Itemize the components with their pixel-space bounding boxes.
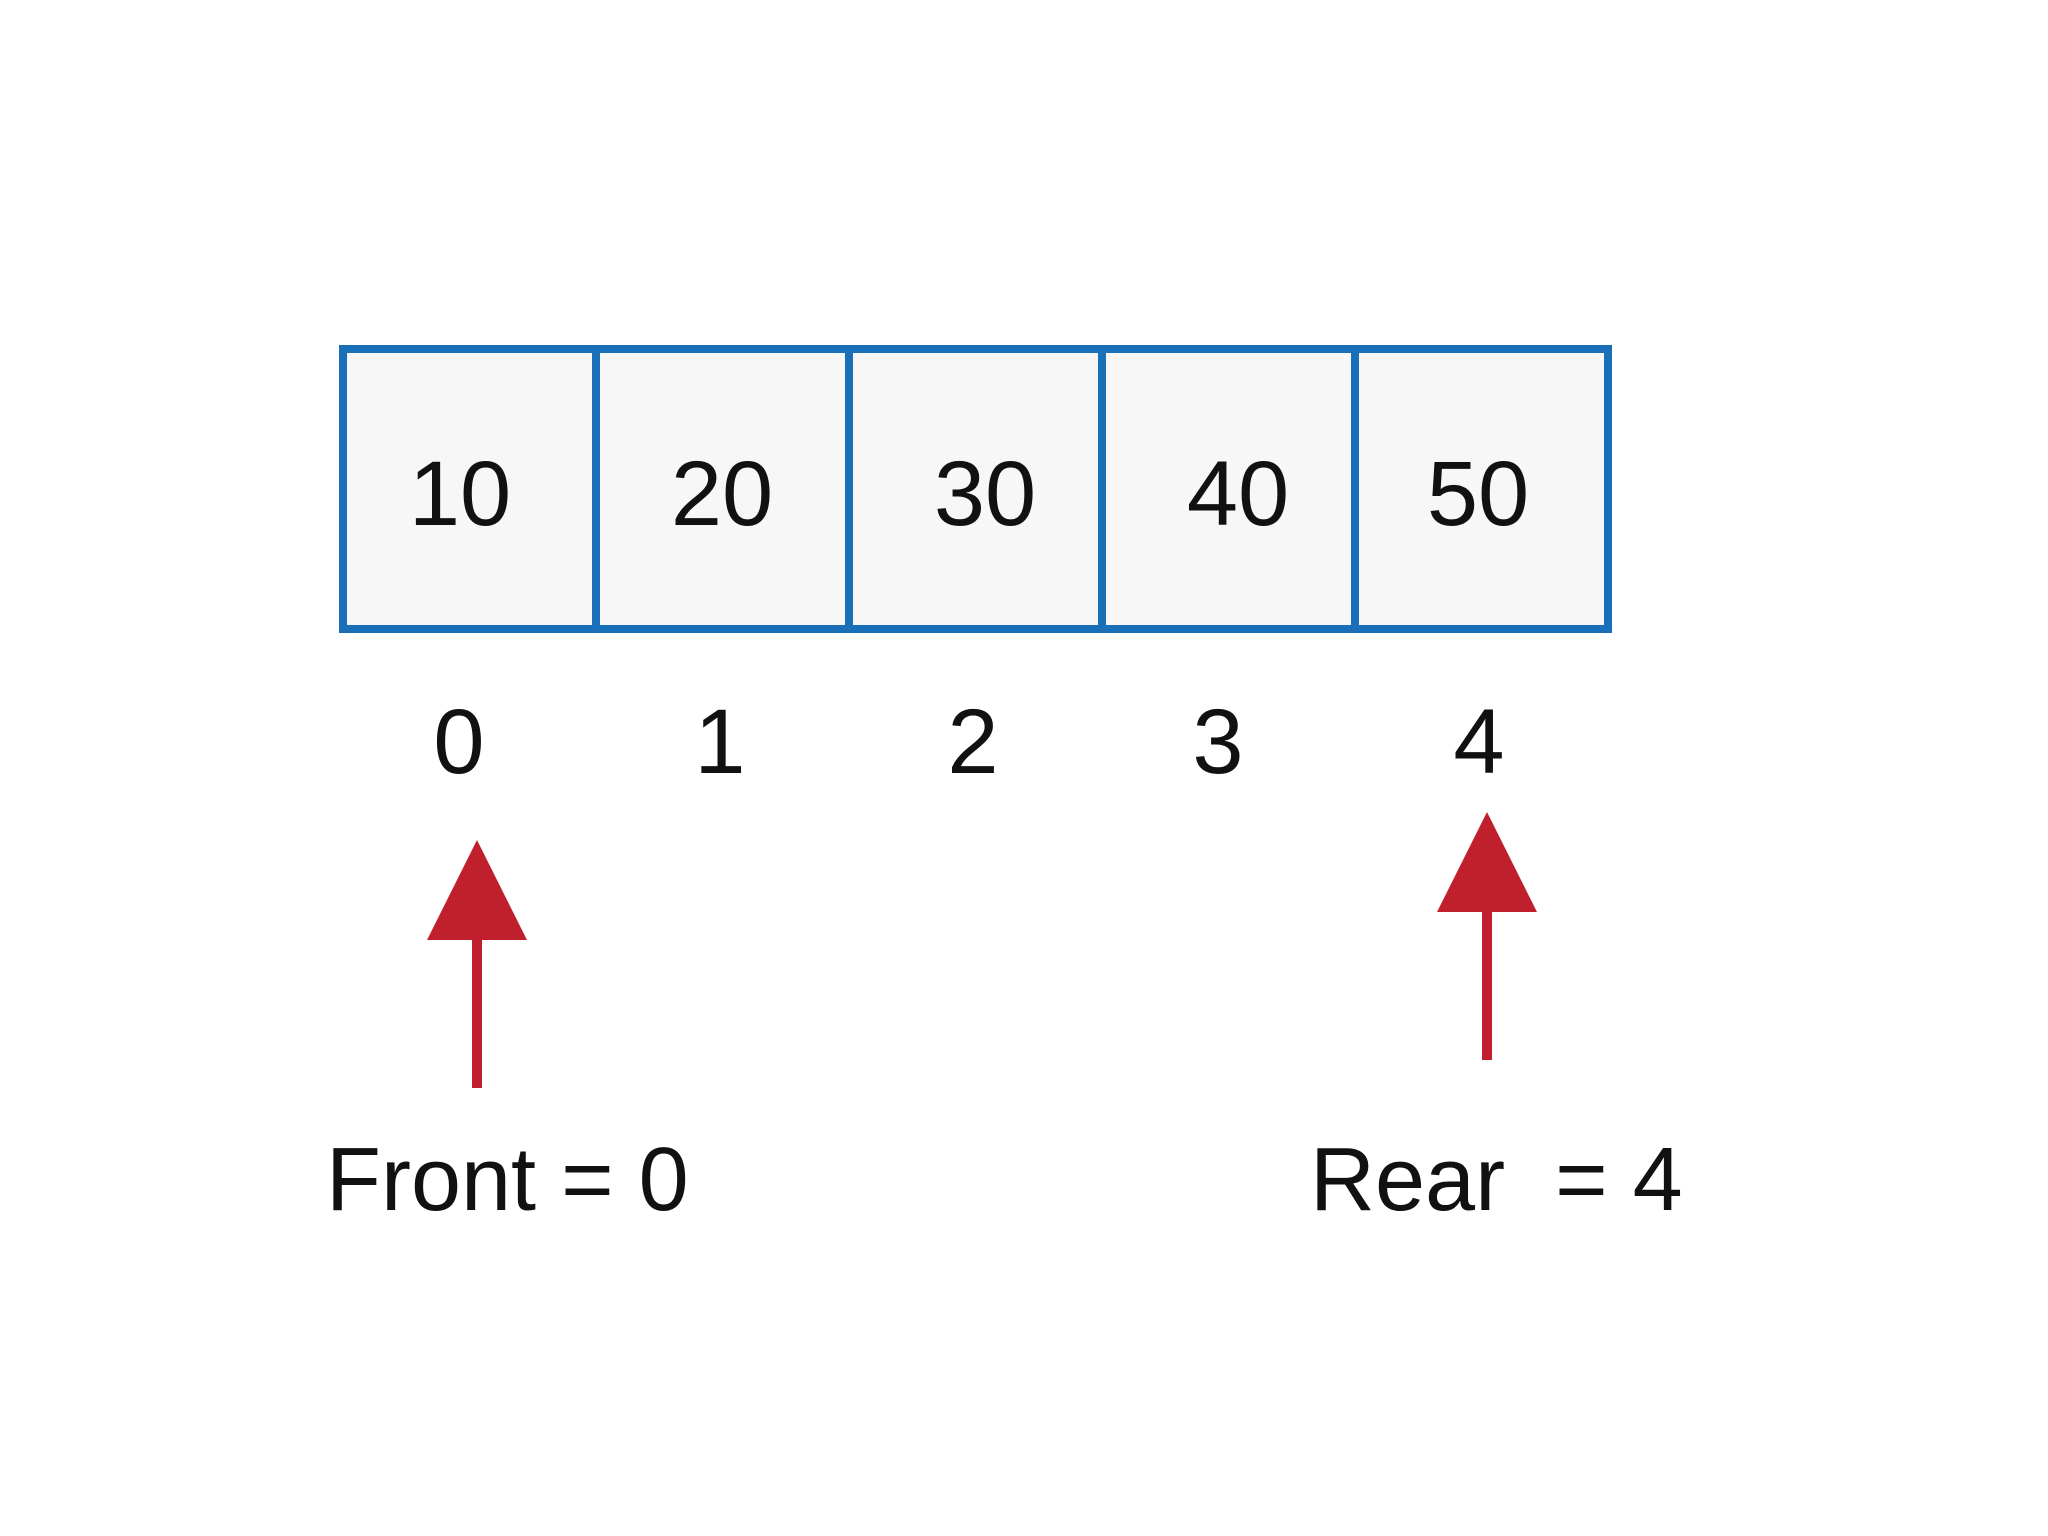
array-cell-0 [339,345,600,633]
index-label-4: 4 [1453,691,1504,793]
index-label-0: 0 [433,691,484,793]
front-label: Front = 0 [326,1130,689,1230]
array-cell-4-value: 50 [1427,443,1529,545]
index-label-2: 2 [947,691,998,793]
array-cell-1-value: 20 [671,443,773,545]
rear-label: Rear = 4 [1310,1130,1683,1230]
array-cell-2-value: 30 [934,443,1036,545]
array-cell-0-value: 10 [409,443,511,545]
array-cell-3-value: 40 [1187,443,1289,545]
queue-pointers: Front = 0 Rear = 4 [326,812,1683,1230]
array-cells: 10 20 30 40 50 [339,345,1612,633]
index-label-3: 3 [1192,691,1243,793]
array-cell-2 [845,345,1106,633]
array-cell-4 [1351,345,1612,633]
array-indices: 0 1 2 3 4 [433,691,1504,793]
array-cell-1 [592,345,853,633]
index-label-1: 1 [694,691,745,793]
